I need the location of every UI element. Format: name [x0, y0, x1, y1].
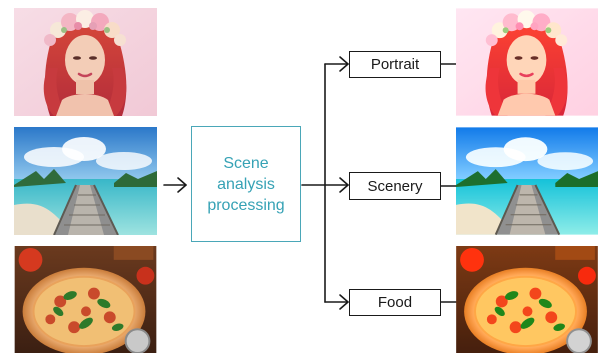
scenery-label: Scenery [349, 172, 441, 200]
scene-analysis-box: Scene analysis processing [191, 126, 301, 242]
portrait-label: Portrait [349, 51, 441, 78]
process-line-1: Scene [223, 154, 269, 172]
input-beach-photo [14, 127, 157, 235]
process-line-3: processing [207, 196, 285, 214]
process-line-2: analysis [217, 175, 275, 193]
food-label: Food [349, 289, 441, 316]
input-pizza-photo [14, 246, 157, 353]
food-label-text: Food [377, 294, 413, 311]
input-portrait-photo [14, 8, 157, 116]
output-beach-photo [456, 127, 598, 235]
scenery-label-text: Scenery [367, 177, 423, 195]
portrait-label-text: Portrait [370, 56, 420, 73]
output-pizza-photo [456, 246, 598, 353]
output-portrait-photo [456, 8, 598, 116]
